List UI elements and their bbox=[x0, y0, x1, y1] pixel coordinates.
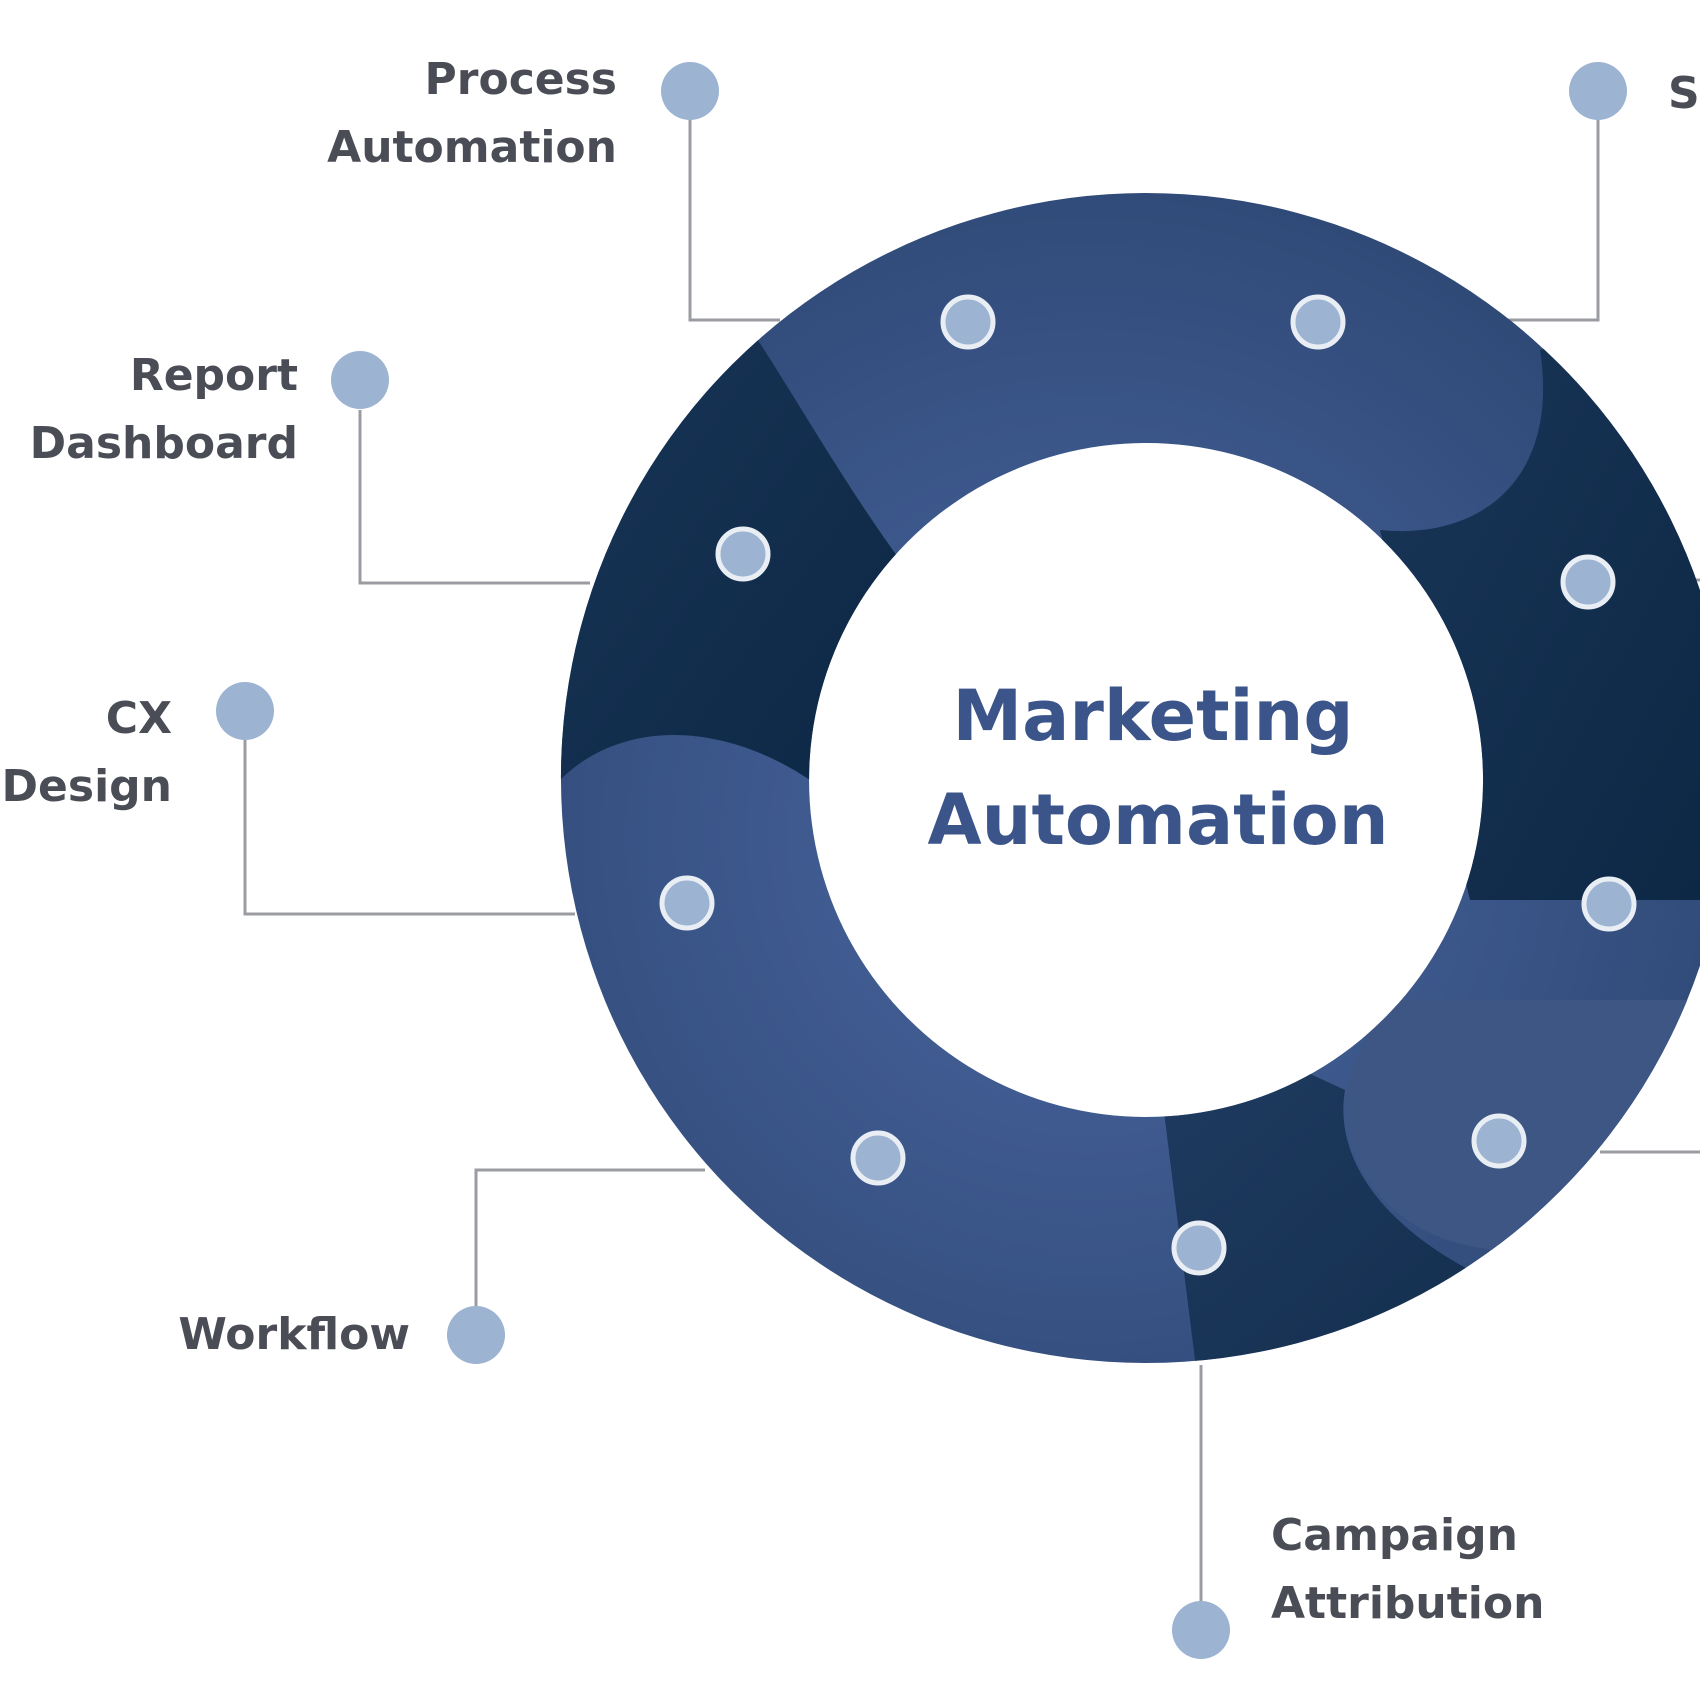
label-cx-line2: Design bbox=[2, 761, 172, 812]
ring-dot[interactable] bbox=[1290, 294, 1346, 350]
center-title: Marketing Automation bbox=[927, 675, 1388, 861]
label-campaign-line1: Campaign bbox=[1271, 1510, 1518, 1561]
leader-workflow bbox=[474, 1168, 705, 1310]
ring-dot[interactable] bbox=[715, 526, 771, 582]
ring-dot[interactable] bbox=[1471, 1113, 1527, 1169]
leader-process-automation bbox=[688, 120, 780, 322]
label-report-line2: Dashboard bbox=[30, 418, 298, 469]
ring-dot[interactable] bbox=[659, 875, 715, 931]
ring-dot[interactable] bbox=[850, 1130, 906, 1186]
ring-dot[interactable] bbox=[1581, 876, 1637, 932]
label-cx-line1: CX bbox=[106, 693, 172, 744]
center-title-line2: Automation bbox=[927, 779, 1388, 861]
leader-report-dashboard bbox=[358, 410, 590, 585]
ring-dot[interactable] bbox=[1560, 554, 1616, 610]
label-workflow: Workflow bbox=[178, 1309, 410, 1360]
dot-report-dashboard[interactable] bbox=[331, 351, 389, 409]
label-report-line1: Report bbox=[130, 350, 298, 401]
center-title-line1: Marketing bbox=[953, 675, 1354, 757]
label-top-right-partial: S bbox=[1668, 68, 1700, 119]
dot-process-automation[interactable] bbox=[661, 62, 719, 120]
ring-dots bbox=[659, 294, 1637, 1276]
dot-workflow[interactable] bbox=[447, 1306, 505, 1364]
label-process-line2: Automation bbox=[327, 122, 617, 173]
label-campaign-line2: Attribution bbox=[1271, 1578, 1544, 1629]
dot-cx-design[interactable] bbox=[216, 682, 274, 740]
leader-cx-design bbox=[243, 740, 575, 916]
label-process-line1: Process bbox=[425, 54, 617, 105]
leader-top-right bbox=[1505, 120, 1600, 322]
ring-dot[interactable] bbox=[1171, 1220, 1227, 1276]
label-dots bbox=[216, 62, 1627, 1659]
labels: Process Automation S Report Dashboard CX… bbox=[2, 54, 1700, 1629]
leader-lines bbox=[243, 120, 1700, 1605]
dot-campaign-attribution[interactable] bbox=[1172, 1601, 1230, 1659]
ring-dot[interactable] bbox=[940, 294, 996, 350]
dot-top-right[interactable] bbox=[1569, 62, 1627, 120]
